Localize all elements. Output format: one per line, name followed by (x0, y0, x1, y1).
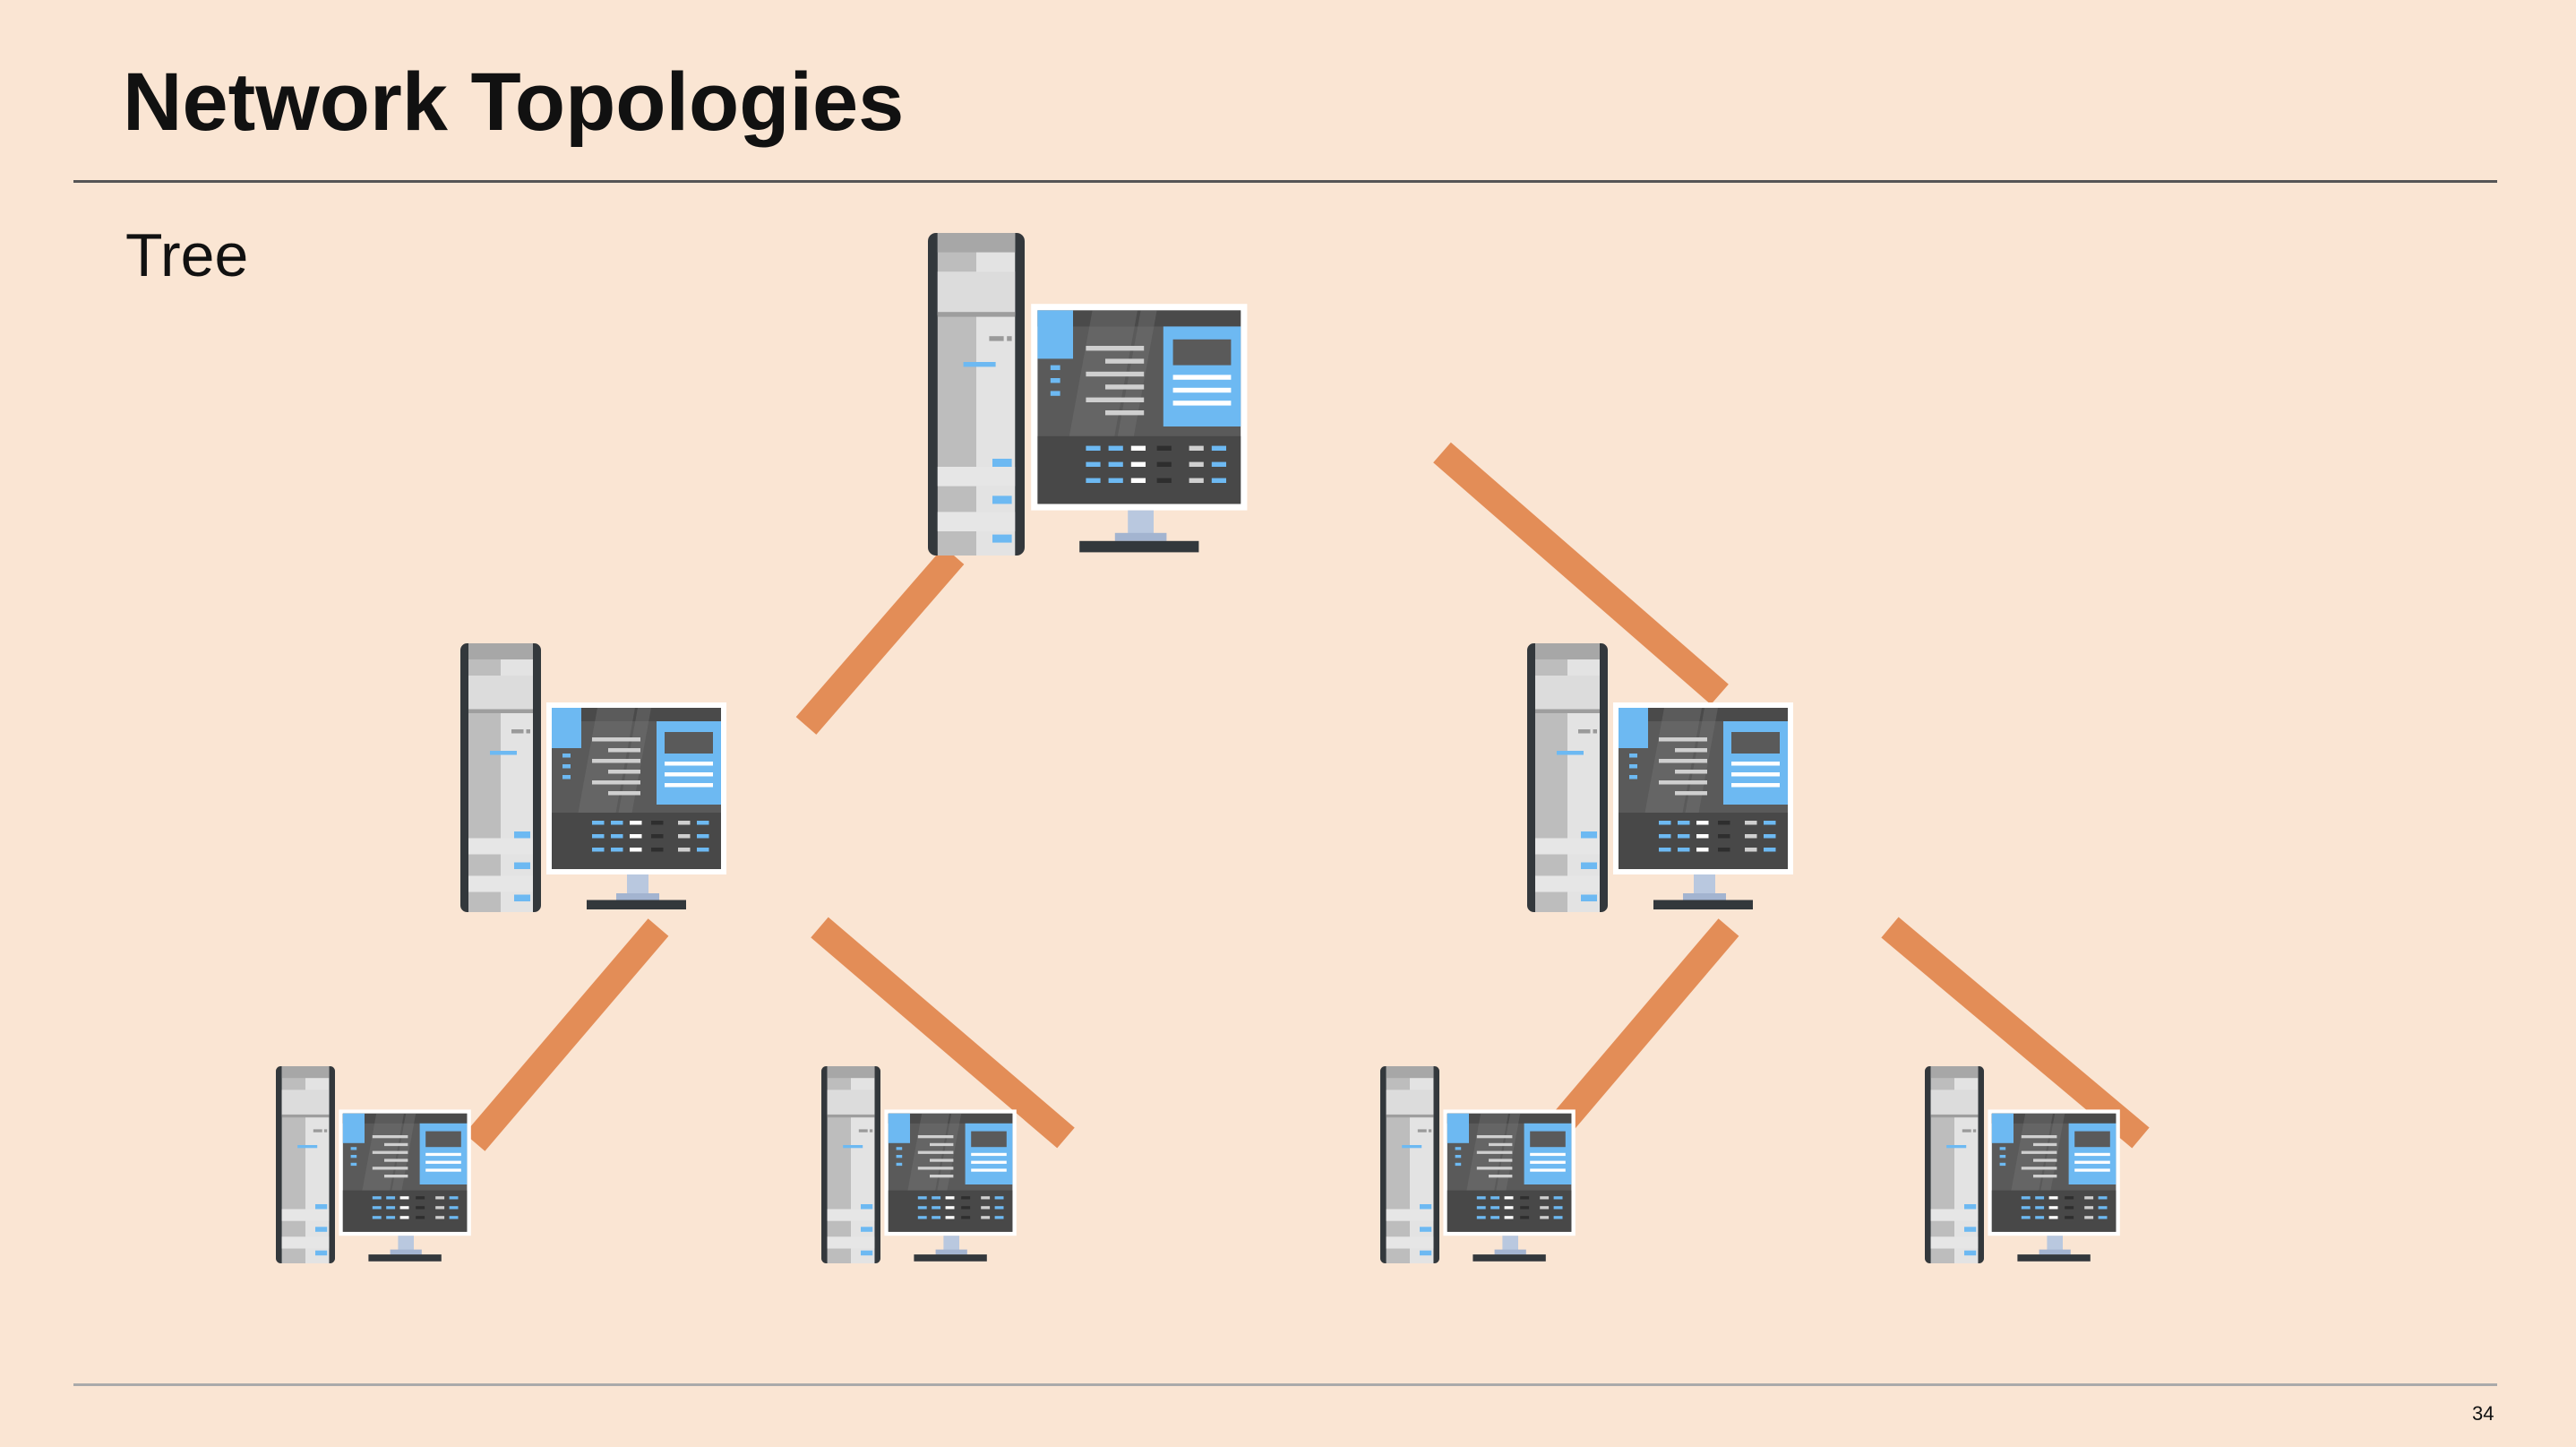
desktop-computer-icon (276, 1066, 471, 1263)
link-right-leaf3 (1539, 918, 1739, 1147)
right-workstation (1527, 643, 1793, 912)
link-root-left (795, 547, 965, 735)
slide-title: Network Topologies (123, 56, 905, 148)
desktop-computer-icon (1380, 1066, 1576, 1263)
desktop-computer-icon (1527, 643, 1793, 912)
leaf-workstation-1 (276, 1066, 471, 1263)
link-left-leaf1 (464, 918, 669, 1151)
link-right-leaf4 (1881, 917, 2150, 1149)
left-workstation (460, 643, 726, 912)
link-root-right (1433, 442, 1729, 705)
desktop-computer-icon (460, 643, 726, 912)
slide-subtitle: Tree (125, 221, 249, 289)
footer-divider (73, 1383, 2497, 1386)
root-workstation (928, 233, 1248, 556)
desktop-computer-icon (928, 233, 1248, 556)
link-left-leaf2 (811, 917, 1075, 1149)
desktop-computer-icon (821, 1066, 1017, 1263)
network-links (464, 442, 2150, 1151)
title-divider (73, 180, 2497, 183)
leaf-workstation-3 (1380, 1066, 1576, 1263)
page-number: 34 (2472, 1402, 2494, 1425)
leaf-workstation-2 (821, 1066, 1017, 1263)
